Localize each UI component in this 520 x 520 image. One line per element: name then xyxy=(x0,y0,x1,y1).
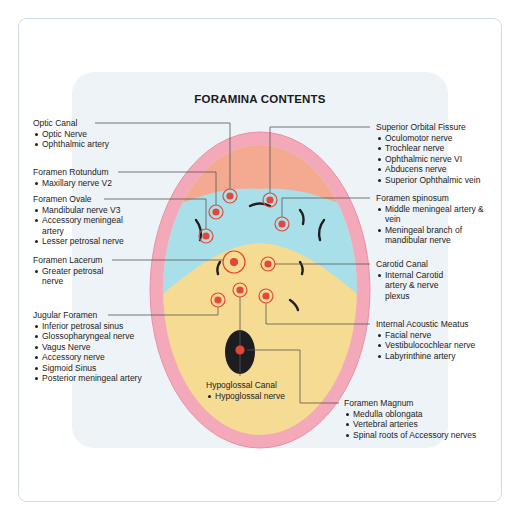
marker-dot xyxy=(236,346,244,354)
leader-line xyxy=(240,297,241,376)
marker-dot xyxy=(263,293,269,299)
leader-line xyxy=(118,172,216,205)
leader-line xyxy=(95,123,230,189)
marker-ring xyxy=(223,251,245,273)
foramen-name: Foramen Magnum xyxy=(344,398,496,409)
content-item: Ophthalmic artery xyxy=(33,139,143,150)
anterior-fossa xyxy=(150,140,370,218)
label-group: Jugular ForamenInferior petrosal sinusGl… xyxy=(33,310,158,384)
marker-ring xyxy=(209,205,223,219)
content-item: Maxillary nerve V2 xyxy=(33,178,143,189)
marker-dot xyxy=(237,287,243,293)
content-item: Sigmoid Sinus xyxy=(33,363,158,374)
marker-ring xyxy=(263,193,277,207)
marker-dot xyxy=(267,197,273,203)
content-item: Superior Ophthalmic vein xyxy=(376,175,501,186)
label-group: Internal Acoustic MeatusFacial nerveVest… xyxy=(376,319,504,361)
foramen-name: Hypoglossal Canal xyxy=(206,380,306,391)
marker-ring xyxy=(259,289,273,303)
label-group: Foramen spinosumMiddle meningeal artery … xyxy=(376,193,488,246)
middle-fossa xyxy=(150,140,370,305)
foramen-name: Carotid Canal xyxy=(376,259,458,270)
content-item: Facial nerve xyxy=(376,330,504,341)
skull-mark xyxy=(196,220,201,240)
foramen-markers xyxy=(199,189,289,354)
content-item: Greater petrosal nerve xyxy=(33,266,107,287)
skull-mark xyxy=(300,210,304,224)
skull-marks xyxy=(196,204,324,311)
skull-mark xyxy=(250,204,270,207)
marker-ring xyxy=(275,217,289,231)
leader-line xyxy=(275,264,370,265)
leader-line xyxy=(282,198,370,217)
skull-mark xyxy=(217,262,220,274)
content-item: Labyrinthine artery xyxy=(376,351,504,362)
marker-dot xyxy=(279,221,285,227)
label-group: Foramen OvaleMandibular nerve V3Accessor… xyxy=(33,194,138,247)
skull-rim xyxy=(150,132,370,448)
marker-ring xyxy=(261,257,275,271)
posterior-fossa xyxy=(150,140,370,440)
marker-ring xyxy=(223,189,237,203)
content-item: Inferior petrosal sinus xyxy=(33,321,158,332)
marker-ring xyxy=(233,283,247,297)
foramen-name: Superior Orbital Fissure xyxy=(376,122,501,133)
cranial-fossae xyxy=(150,140,370,440)
title: FORAMINA CONTENTS xyxy=(0,93,520,105)
foramen-name: Foramen Lacerum xyxy=(33,255,107,266)
content-item: Vertebral arteries xyxy=(344,419,496,430)
marker-dot xyxy=(231,259,238,266)
content-item: Medulla oblongata xyxy=(344,409,496,420)
card xyxy=(19,19,502,502)
leader-line xyxy=(112,260,223,261)
marker-dot xyxy=(213,209,219,215)
marker-dot xyxy=(265,261,271,267)
content-item: Accessory meningeal artery xyxy=(33,215,138,236)
content-item: Accessory nerve xyxy=(33,352,158,363)
leader-line xyxy=(270,127,370,193)
label-group: Superior Orbital FissureOculomotor nerve… xyxy=(376,122,501,185)
leader-lines xyxy=(95,123,370,403)
content-item: Posterior meningeal artery xyxy=(33,373,158,384)
foramen-name: Foramen Ovale xyxy=(33,194,138,205)
skull-mark xyxy=(290,300,298,310)
foramen-name: Foramen Rotundum xyxy=(33,167,143,178)
foramen-name: Jugular Foramen xyxy=(33,310,158,321)
marker-dot xyxy=(227,193,233,199)
label-group: Foramen MagnumMedulla oblongataVertebral… xyxy=(344,398,496,440)
content-item: Hypoglossal nerve xyxy=(206,391,306,402)
content-item: Meningeal branch of mandibular nerve xyxy=(376,225,488,246)
marker-dot xyxy=(215,297,221,303)
content-item: Trochlear nerve xyxy=(376,143,501,154)
content-item: Vestibulocochlear nerve xyxy=(376,340,504,351)
content-item: Ophthalmic nerve VI xyxy=(376,154,501,165)
marker-dot xyxy=(203,233,209,239)
content-item: Abducens nerve xyxy=(376,164,501,175)
content-item: Mandibular nerve V3 xyxy=(33,205,138,216)
foramen-name: Foramen spinosum xyxy=(376,193,488,204)
content-item: Optic Nerve xyxy=(33,129,143,140)
foramen-name: Optic Canal xyxy=(33,118,143,129)
label-group: Carotid CanalInternal Carotid artery & n… xyxy=(376,259,458,301)
leader-line xyxy=(266,303,370,324)
marker-ring xyxy=(199,229,213,243)
content-item: Spinal roots of Accessory nerves xyxy=(344,430,496,441)
marker-ring xyxy=(211,293,225,307)
content-item: Vagus Nerve xyxy=(33,342,158,353)
label-group: Foramen RotundumMaxillary nerve V2 xyxy=(33,167,143,188)
content-item: Glossopharyngeal nerve xyxy=(33,331,158,342)
content-item: Lesser petrosal nerve xyxy=(33,236,138,247)
content-item: Oculomotor nerve xyxy=(376,133,501,144)
foramen-name: Internal Acoustic Meatus xyxy=(376,319,504,330)
label-group: Foramen LacerumGreater petrosal nerve xyxy=(33,255,107,287)
content-item: Middle meningeal artery & vein xyxy=(376,204,488,225)
label-group: Optic CanalOptic NerveOphthalmic artery xyxy=(33,118,143,150)
skull-mark xyxy=(319,220,324,240)
content-item: Internal Carotid artery & nerve plexus xyxy=(376,270,458,302)
label-group: Hypoglossal CanalHypoglossal nerve xyxy=(206,380,306,401)
leader-line xyxy=(108,307,218,315)
